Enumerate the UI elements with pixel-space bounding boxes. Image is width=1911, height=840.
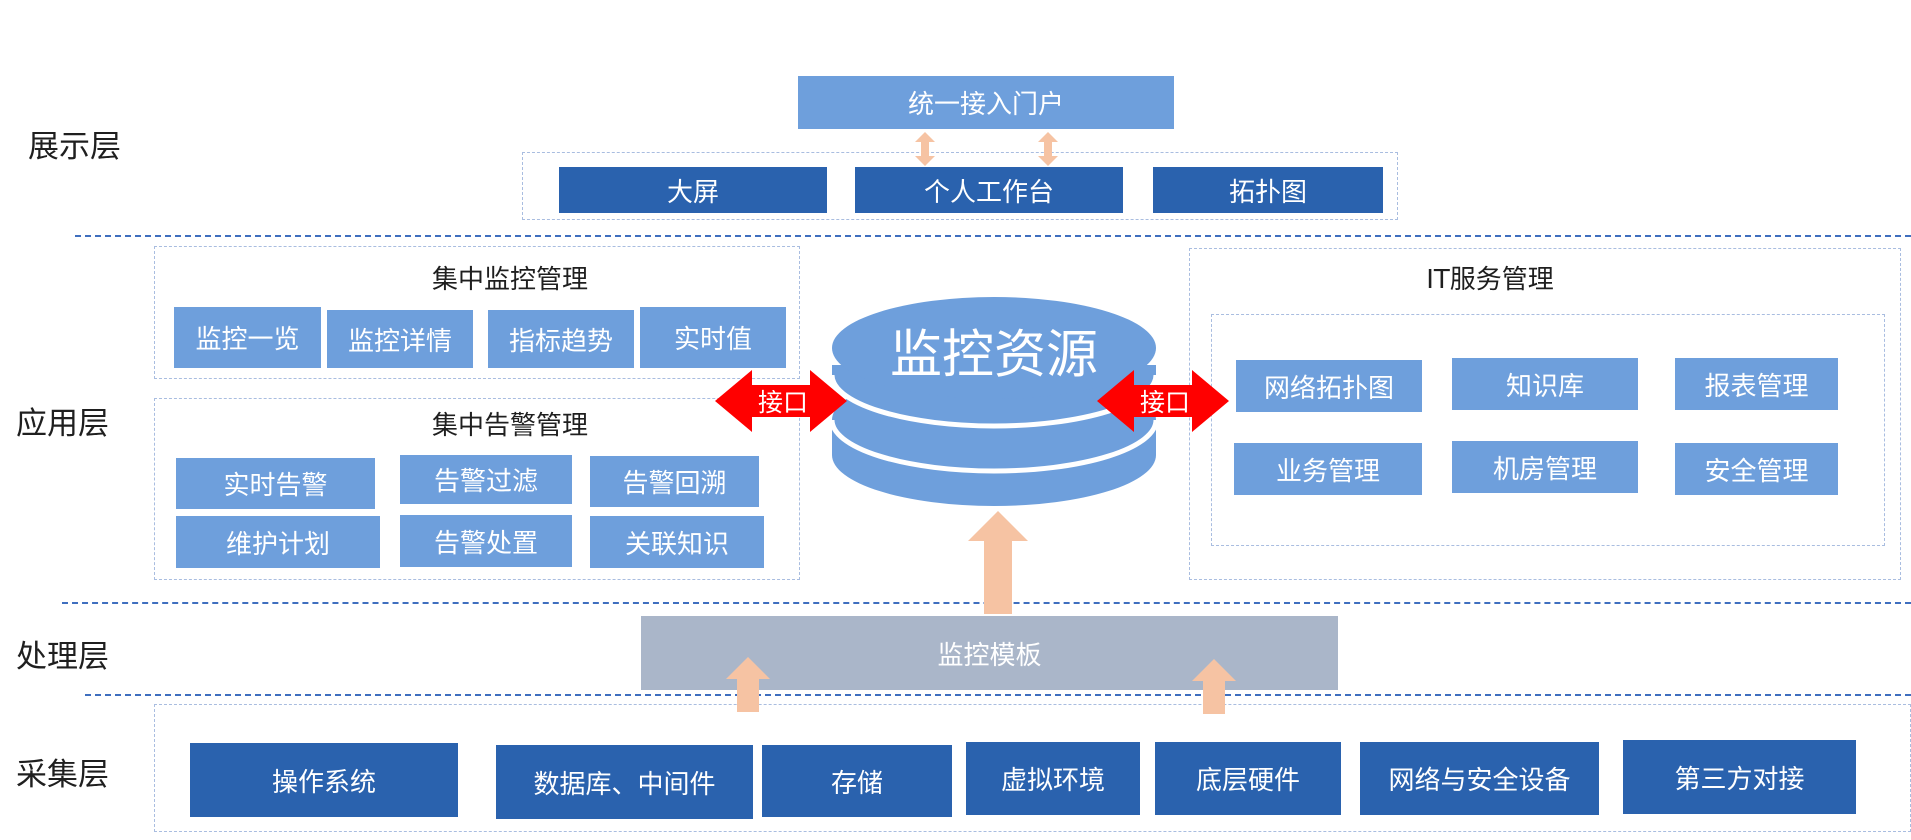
- collection-item-os[interactable]: 操作系统: [190, 743, 458, 817]
- display-item-big-screen[interactable]: 大屏: [559, 167, 827, 213]
- collection-item-hardware[interactable]: 底层硬件: [1155, 742, 1341, 815]
- interface-arrow-right-icon: [1097, 370, 1229, 432]
- collection-item-db-middleware[interactable]: 数据库、中间件: [496, 745, 753, 819]
- alarm-item-realtime[interactable]: 实时告警: [176, 458, 375, 509]
- layer-label-application: 应用层: [16, 406, 109, 442]
- collection-item-network-security[interactable]: 网络与安全设备: [1360, 742, 1599, 815]
- alarm-item-maintenance[interactable]: 维护计划: [176, 516, 380, 568]
- database-title: 监控资源: [889, 325, 1099, 386]
- itsm-title: IT服务管理: [1426, 265, 1554, 295]
- flow-arrow-up-main-icon: [968, 511, 1028, 614]
- display-items-container: [522, 152, 1398, 220]
- alarm-item-knowledge[interactable]: 关联知识: [590, 516, 764, 568]
- itsm-item-network-topology[interactable]: 网络拓扑图: [1236, 360, 1422, 412]
- interface-arrow-left-icon: [715, 370, 847, 432]
- itsm-item-datacenter[interactable]: 机房管理: [1452, 441, 1638, 493]
- itsm-item-knowledge-base[interactable]: 知识库: [1452, 358, 1638, 410]
- alarm-item-trace[interactable]: 告警回溯: [590, 456, 759, 507]
- portal-double-arrow-right-icon: [1038, 132, 1058, 166]
- alarm-item-filter[interactable]: 告警过滤: [400, 455, 572, 504]
- layer-label-collection: 采集层: [16, 757, 109, 793]
- itsm-item-report[interactable]: 报表管理: [1675, 358, 1838, 410]
- monitoring-item-trend[interactable]: 指标趋势: [488, 310, 634, 368]
- alarm-title: 集中告警管理: [431, 411, 589, 441]
- itsm-inner-container: [1211, 314, 1885, 546]
- monitoring-container: [154, 246, 800, 379]
- itsm-item-security[interactable]: 安全管理: [1675, 443, 1838, 495]
- monitoring-item-detail[interactable]: 监控详情: [327, 310, 473, 368]
- collection-item-storage[interactable]: 存储: [762, 745, 952, 817]
- interface-label-right: 接口: [1139, 388, 1191, 417]
- divider-display-application: [75, 235, 1911, 237]
- display-item-topology[interactable]: 拓扑图: [1153, 167, 1383, 213]
- interface-label-left: 接口: [757, 388, 809, 417]
- monitoring-title: 集中监控管理: [431, 265, 589, 295]
- flow-arrow-up-right-icon: [1192, 659, 1236, 714]
- itsm-item-business[interactable]: 业务管理: [1234, 443, 1422, 495]
- unified-portal[interactable]: 统一接入门户: [798, 76, 1174, 129]
- collection-item-virtual[interactable]: 虚拟环境: [966, 742, 1140, 815]
- alarm-container: [154, 398, 800, 580]
- portal-double-arrow-left-icon: [915, 132, 935, 166]
- layer-label-processing: 处理层: [16, 639, 109, 675]
- monitoring-item-overview[interactable]: 监控一览: [174, 307, 321, 368]
- layer-label-display: 展示层: [28, 129, 121, 165]
- divider-processing-collection: [85, 694, 1911, 696]
- monitoring-item-realtime[interactable]: 实时值: [640, 307, 786, 368]
- alarm-item-handling[interactable]: 告警处置: [400, 515, 572, 567]
- collection-item-third-party[interactable]: 第三方对接: [1623, 740, 1856, 814]
- flow-arrow-up-left-icon: [726, 657, 770, 712]
- display-item-workbench[interactable]: 个人工作台: [855, 167, 1123, 213]
